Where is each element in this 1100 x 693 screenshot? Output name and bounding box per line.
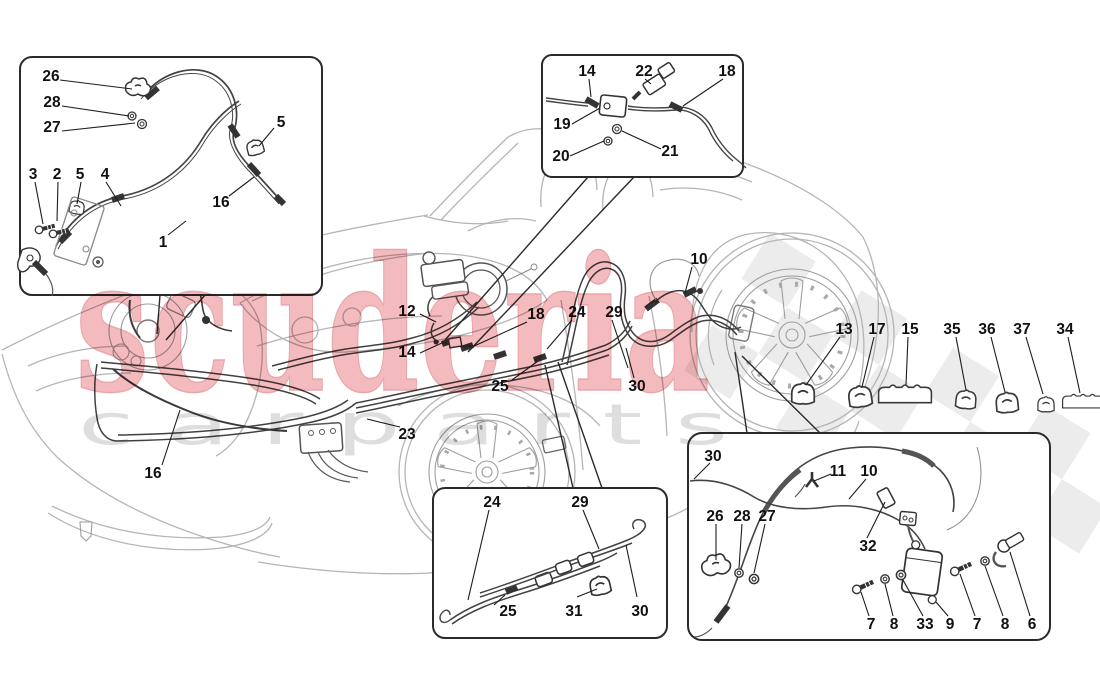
part-label-16m: 16 bbox=[144, 465, 162, 482]
part-label-30b: 30 bbox=[631, 603, 648, 620]
part-label-34: 34 bbox=[1056, 321, 1074, 338]
part-label-24b: 24 bbox=[483, 494, 501, 511]
part-label-16: 16 bbox=[212, 194, 230, 211]
part-label-4: 4 bbox=[101, 166, 110, 183]
box-pointers bbox=[156, 176, 821, 489]
part-label-35: 35 bbox=[943, 321, 961, 338]
inset-box-bottom-right: 30 11 10 26 28 27 32 7 8 33 9 7 8 6 bbox=[687, 432, 1051, 641]
spade-terminal-32 bbox=[876, 487, 896, 509]
top-left-leaders bbox=[34, 79, 275, 236]
top-center-leaders bbox=[569, 78, 724, 157]
bottom-right-leaders bbox=[693, 462, 1031, 617]
part-label-11: 11 bbox=[830, 463, 847, 480]
part-label-5b: 5 bbox=[76, 166, 85, 183]
ferrari-badge bbox=[79, 521, 93, 542]
part-label-1: 1 bbox=[159, 234, 168, 251]
part-label-7b: 7 bbox=[973, 616, 982, 633]
abs-pump-unit bbox=[298, 422, 369, 483]
part-label-36: 36 bbox=[978, 321, 996, 338]
part-label-29b: 29 bbox=[571, 494, 589, 511]
t-union-19 bbox=[598, 94, 628, 118]
watermark-sub-text: c a r p a r t s bbox=[78, 393, 728, 458]
part-label-26b: 26 bbox=[706, 508, 724, 525]
part-label-28: 28 bbox=[43, 94, 61, 111]
part-label-23m: 23 bbox=[398, 426, 416, 443]
part-label-10b: 10 bbox=[860, 463, 877, 480]
bottom-center-leaders bbox=[467, 509, 638, 606]
part-label-30c: 30 bbox=[704, 448, 721, 465]
part-label-5: 5 bbox=[277, 114, 286, 131]
part-label-27b: 27 bbox=[758, 508, 775, 525]
part-label-33: 33 bbox=[916, 616, 934, 633]
fluid-reservoir bbox=[420, 258, 466, 288]
part-label-27: 27 bbox=[43, 119, 60, 136]
part-label-25m: 25 bbox=[491, 378, 509, 395]
main-labels: 12 14 18 24 29 10 25 30 23 16 bbox=[144, 251, 707, 482]
master-cylinder bbox=[431, 281, 470, 300]
fork-terminal-11 bbox=[804, 472, 820, 488]
part-label-14: 14 bbox=[578, 63, 596, 80]
part-label-8a: 8 bbox=[890, 616, 899, 633]
part-label-3: 3 bbox=[29, 166, 38, 183]
part-label-28b: 28 bbox=[733, 508, 751, 525]
inset-box-top-left: 26 28 27 5 3 2 5 4 16 1 bbox=[16, 56, 323, 297]
watermark: scuderia c a r p a r t s bbox=[74, 215, 728, 458]
part-label-14m: 14 bbox=[398, 344, 416, 361]
part-label-2: 2 bbox=[53, 166, 62, 183]
part-label-17: 17 bbox=[868, 321, 885, 338]
part-label-21: 21 bbox=[661, 143, 679, 160]
part-label-6: 6 bbox=[1028, 616, 1037, 633]
clip-row-labels: 13 17 15 35 36 37 34 bbox=[835, 321, 1074, 338]
part-label-31: 31 bbox=[565, 603, 583, 620]
mount-plate bbox=[53, 196, 105, 266]
part-label-12: 12 bbox=[398, 303, 415, 320]
part-label-20: 20 bbox=[552, 148, 569, 165]
part-label-19: 19 bbox=[553, 116, 571, 133]
part-label-26: 26 bbox=[42, 68, 60, 85]
part-label-37: 37 bbox=[1013, 321, 1030, 338]
part-label-9: 9 bbox=[946, 616, 955, 633]
pressure-switch-22 bbox=[631, 62, 676, 101]
part-label-32: 32 bbox=[859, 538, 876, 555]
rear-caliper bbox=[728, 304, 755, 342]
part-label-8b: 8 bbox=[1001, 616, 1010, 633]
front-hub-assembly bbox=[108, 275, 233, 371]
part-label-29m: 29 bbox=[605, 304, 623, 321]
sensor-cable-a bbox=[723, 446, 955, 612]
part-label-18m: 18 bbox=[527, 306, 545, 323]
brake-booster bbox=[420, 251, 538, 316]
part-label-30m: 30 bbox=[628, 378, 645, 395]
part-label-7a: 7 bbox=[867, 616, 876, 633]
inset-box-top-center: 14 22 18 19 20 21 bbox=[541, 54, 747, 178]
part-label-10m: 10 bbox=[690, 251, 707, 268]
part-label-24m: 24 bbox=[568, 304, 586, 321]
clip-leaders bbox=[805, 336, 1081, 395]
main-leaders bbox=[161, 266, 693, 466]
part-label-15: 15 bbox=[901, 321, 919, 338]
brake-lines bbox=[94, 251, 742, 483]
part-label-22: 22 bbox=[635, 63, 652, 80]
part-label-18: 18 bbox=[718, 63, 736, 80]
inset-box-bottom-center: 24 29 25 31 30 bbox=[432, 487, 668, 639]
sensor-6 bbox=[992, 532, 1025, 568]
control-unit-box bbox=[900, 540, 944, 605]
reservoir-cap bbox=[422, 251, 436, 265]
rear-wheel bbox=[689, 232, 895, 438]
watermark-main-text: scuderia bbox=[75, 216, 710, 434]
part-label-25b: 25 bbox=[499, 603, 517, 620]
part-label-13: 13 bbox=[835, 321, 853, 338]
abs-sensor bbox=[202, 316, 210, 324]
